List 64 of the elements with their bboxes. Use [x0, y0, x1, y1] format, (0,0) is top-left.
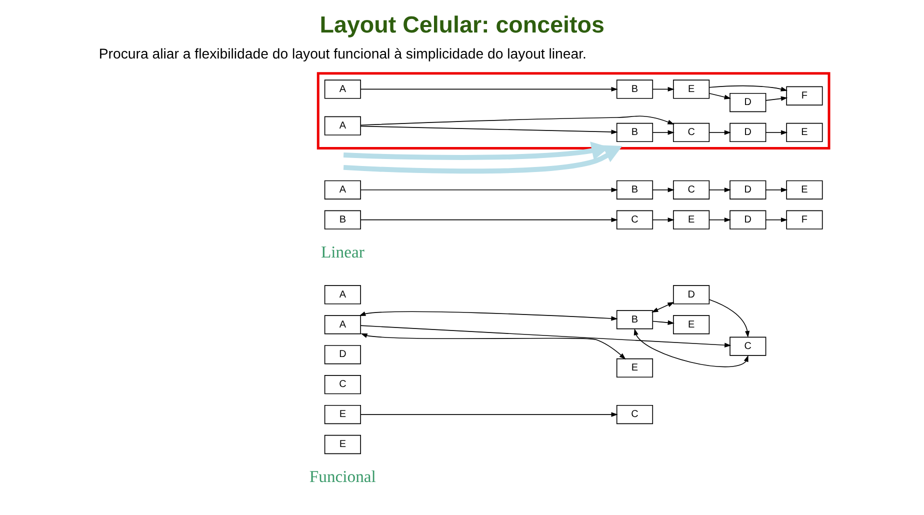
node-box: B	[616, 180, 653, 200]
arrow	[360, 333, 626, 360]
arrow	[360, 218, 618, 222]
arrow	[764, 218, 788, 222]
node-box: D	[729, 92, 766, 112]
node-box: C	[616, 404, 653, 424]
node-box: E	[672, 315, 710, 334]
arrow	[708, 218, 731, 222]
node-box: A	[324, 285, 360, 304]
node-box: B	[324, 210, 360, 230]
arrow	[360, 86, 618, 92]
cluster	[316, 72, 830, 150]
arrow	[360, 126, 618, 134]
arrow	[633, 328, 748, 368]
diagram-title: Layout Celular: conceitos	[319, 12, 604, 38]
arrow	[360, 325, 731, 348]
node-box: D	[672, 285, 710, 304]
arrow	[708, 188, 731, 192]
node-box: E	[616, 358, 653, 378]
node-box: F	[786, 86, 822, 106]
node-box: B	[616, 310, 653, 330]
arrow	[652, 218, 674, 222]
node-box: F	[786, 210, 822, 230]
arrow	[652, 86, 674, 92]
node-box: E	[324, 434, 360, 454]
arrow	[360, 412, 618, 417]
arrow	[651, 302, 674, 312]
node-box: B	[616, 80, 653, 99]
label: Procura aliar a flexibilidade do layout funcional à simplicidade do layout linear.	[98, 46, 586, 62]
node-box: A	[324, 116, 360, 136]
arrow	[652, 130, 674, 135]
node-box: A	[324, 180, 360, 200]
node-box: B	[616, 122, 653, 142]
arrow	[358, 311, 618, 321]
node-box: A	[324, 80, 360, 99]
node-box: E	[786, 122, 822, 142]
node-box: D	[729, 180, 766, 200]
arrow	[652, 320, 674, 325]
node-box: A	[324, 315, 360, 334]
node-box: E	[672, 80, 710, 99]
node-box: D	[729, 122, 766, 142]
arrow	[342, 145, 622, 174]
node-box: E	[324, 404, 360, 424]
node-box: E	[786, 180, 822, 200]
label: Funcional	[308, 466, 376, 486]
arrow	[708, 130, 731, 135]
arrow	[764, 96, 788, 101]
arrow	[708, 85, 788, 92]
arrow	[708, 299, 750, 338]
arrow	[764, 130, 788, 135]
arrow	[708, 92, 731, 100]
label: Linear	[320, 242, 364, 262]
arrow	[652, 188, 674, 192]
node-box: D	[324, 345, 360, 364]
arrow	[360, 116, 674, 126]
node-box: E	[672, 210, 710, 230]
node-box: C	[672, 180, 710, 200]
node-box: C	[672, 122, 710, 142]
node-box: C	[324, 375, 360, 394]
node-box: D	[729, 210, 766, 230]
node-box: C	[616, 210, 653, 230]
arrow	[764, 188, 788, 192]
node-box: C	[729, 336, 766, 356]
arrow	[360, 188, 618, 192]
